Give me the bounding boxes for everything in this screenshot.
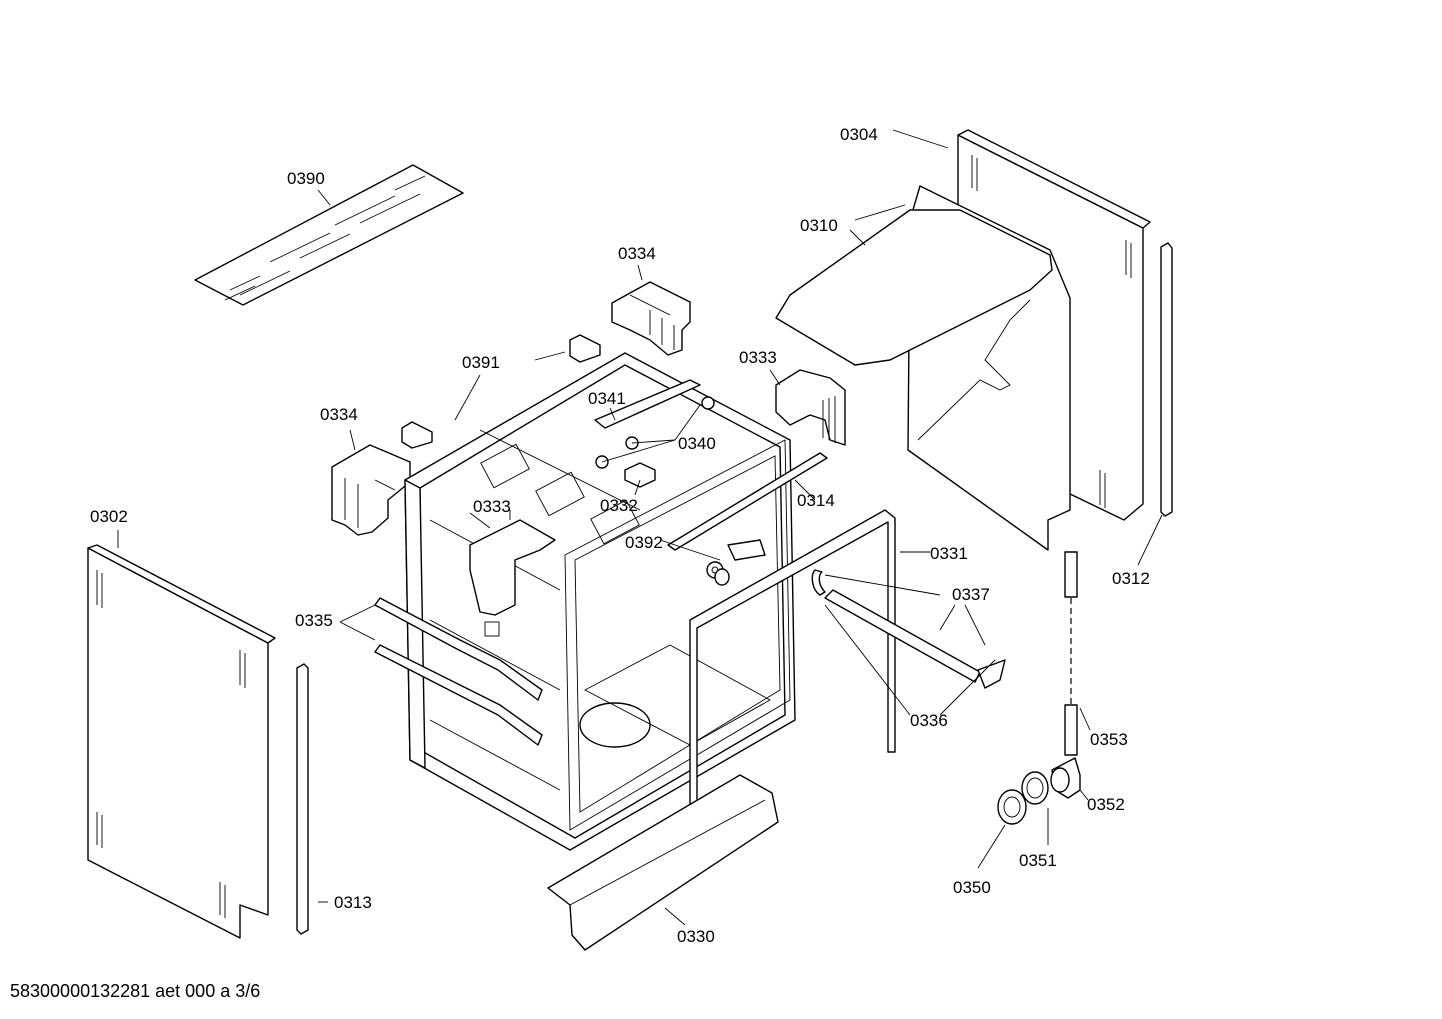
callout-0314: 0314: [797, 491, 835, 510]
callout-0340: 0340: [678, 434, 716, 453]
callout-0353: 0353: [1090, 730, 1128, 749]
part-0352-elbow: [1050, 757, 1081, 799]
drawing-reference-footer: 58300000132281 aet 000 a 3/6: [10, 981, 261, 1001]
leader-lines: [117, 129, 1163, 926]
callout-0304: 0304: [840, 125, 878, 144]
callout-0334-top: 0334: [618, 244, 656, 263]
part-0341-hose-clip: [594, 379, 701, 429]
callout-0312: 0312: [1112, 569, 1150, 588]
part-0313-side-strip: [296, 663, 309, 935]
callout-0390: 0390: [287, 169, 325, 188]
callout-0391: 0391: [462, 353, 500, 372]
callout-0334-left: 0334: [320, 405, 358, 424]
callout-0351: 0351: [1019, 851, 1057, 870]
callout-0332: 0332: [600, 496, 638, 515]
part-0350-nut: [997, 789, 1027, 825]
part-0353-hose: [1064, 551, 1078, 756]
callout-0392: 0392: [625, 533, 663, 552]
part-0333-clip-center: [469, 519, 556, 637]
part-0337-rail: [811, 569, 1006, 689]
callout-0336: 0336: [910, 711, 948, 730]
part-0332-holder: [624, 462, 656, 488]
part-0314-cross-bar: [667, 452, 828, 551]
part-0351-ring: [1021, 771, 1049, 805]
callout-0310: 0310: [800, 216, 838, 235]
part-0310-top-cover: [775, 185, 1071, 551]
callout-0333-right: 0333: [739, 348, 777, 367]
callout-0352: 0352: [1087, 795, 1125, 814]
part-0302-side-panel-left: [87, 544, 276, 939]
part-0312-side-strip: [1160, 242, 1173, 517]
part-0334-top-bracket: [611, 281, 691, 356]
part-0330-base-strip: [547, 774, 779, 951]
callout-0313: 0313: [334, 893, 372, 912]
part-0392-fitting: [714, 539, 766, 586]
callout-0341: 0341: [588, 389, 626, 408]
callout-0331: 0331: [930, 544, 968, 563]
callout-0333-center: 0333: [473, 497, 511, 516]
callout-0335: 0335: [295, 611, 333, 630]
part-0331-door-seal: [689, 509, 896, 863]
part-0390-label-panel: [194, 164, 464, 306]
part-0391-bracket: [401, 334, 601, 449]
part-0334-left-bracket: [331, 444, 411, 536]
part-0333-clip-right: [775, 369, 846, 446]
callout-0330: 0330: [677, 927, 715, 946]
callout-0350: 0350: [953, 878, 991, 897]
part-0335-rails: [374, 597, 543, 746]
callout-0302: 0302: [90, 507, 128, 526]
callout-0337: 0337: [952, 585, 990, 604]
